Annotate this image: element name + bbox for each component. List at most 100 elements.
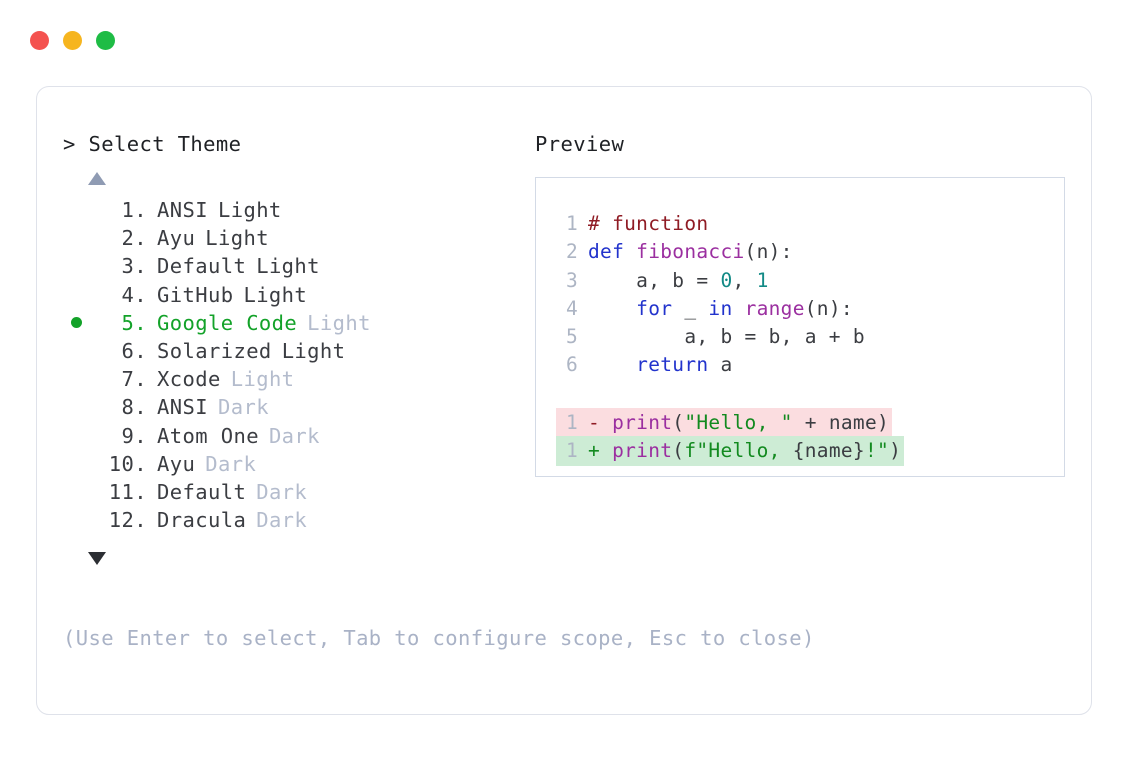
theme-list-item[interactable]: 6. Solarized Light — [63, 339, 533, 367]
diff-sign: + — [588, 439, 601, 463]
theme-list-item[interactable]: 12. Dracula Dark — [63, 508, 533, 536]
theme-variant: Light — [205, 226, 269, 251]
diff-line-plus: 1 + print(f"Hello, {name}!") — [556, 436, 905, 467]
code-token: for — [636, 296, 673, 320]
window-titlebar — [0, 0, 1129, 53]
theme-index: 2. — [108, 226, 147, 251]
code-line: 4 for _ in range(n): — [556, 295, 1064, 323]
code-line: 5 a, b = b, a + b — [556, 323, 1064, 351]
theme-name: ANSI — [157, 198, 208, 222]
code-token: # function — [588, 212, 709, 235]
diff-token: "Hello, " — [684, 410, 793, 434]
preview-title: Preview — [535, 132, 625, 156]
code-token: , — [732, 268, 757, 292]
theme-name: Ayu — [157, 226, 196, 251]
theme-variant: Dark — [256, 479, 308, 504]
theme-variant: Dark — [217, 395, 269, 420]
diff-token: {name} — [792, 439, 865, 463]
code-token: return — [636, 353, 709, 377]
minimize-button[interactable] — [63, 30, 82, 50]
diff-token: ( — [672, 410, 685, 434]
close-button[interactable] — [30, 30, 49, 50]
line-number: 2 — [565, 240, 578, 264]
diff-line-number: 1 — [565, 439, 578, 463]
theme-name: Google Code — [157, 310, 298, 335]
code-token: a — [708, 353, 733, 377]
diff-line-number: 1 — [565, 410, 578, 434]
theme-index: 8. — [108, 395, 147, 420]
theme-name: Default — [157, 254, 247, 279]
theme-name: Atom One — [157, 423, 259, 448]
diff-row: 1- print("Hello, " + name) — [556, 407, 1064, 439]
diff-token: print — [612, 410, 673, 434]
code-line: 1# function — [556, 210, 1064, 238]
line-number: 5 — [565, 325, 578, 349]
diff-token: + name) — [792, 410, 890, 434]
code-line: 6 return a — [556, 351, 1064, 379]
keyboard-hint: (Use Enter to select, Tab to configure s… — [63, 626, 815, 650]
diff-spacer — [600, 439, 612, 462]
diff-sign: - — [588, 410, 601, 434]
code-token: a, b = — [588, 268, 721, 292]
theme-variant: Dark — [268, 423, 320, 448]
code-token: range — [744, 296, 805, 320]
code-token — [588, 353, 636, 376]
code-token: 1 — [756, 268, 769, 292]
diff-token: !" — [864, 439, 890, 463]
code-token: (n): — [804, 296, 853, 320]
diff-token: ( — [672, 439, 685, 463]
theme-list-item[interactable]: 2. Ayu Light — [63, 226, 533, 254]
theme-list-item[interactable]: 11. Default Dark — [63, 480, 533, 508]
triangle-up-icon[interactable] — [88, 172, 106, 185]
diff-block: 1- print("Hello, " + name)1+ print(f"Hel… — [536, 407, 1064, 467]
theme-index: 4. — [108, 282, 147, 307]
theme-variant: Light — [281, 338, 346, 363]
diff-spacer — [600, 411, 612, 434]
theme-name: Dracula — [157, 508, 247, 533]
theme-index: 6. — [108, 338, 147, 363]
code-token — [588, 297, 636, 320]
preview-pane: Preview — [535, 130, 1065, 158]
theme-variant: Light — [256, 254, 320, 279]
theme-variant: Light — [217, 198, 282, 222]
theme-index: 11. — [108, 479, 147, 504]
theme-index: 12. — [108, 508, 147, 533]
diff-line-minus: 1- print("Hello, " + name) — [556, 407, 893, 439]
page-title: > Select Theme — [63, 132, 242, 156]
code-token: _ — [672, 296, 709, 320]
code-token: (n): — [744, 240, 793, 264]
theme-index: 5. — [108, 310, 147, 335]
maximize-button[interactable] — [96, 30, 115, 50]
selected-bullet-icon — [71, 316, 82, 328]
theme-name: Default — [157, 479, 247, 504]
code-token: 0 — [720, 268, 733, 292]
line-number: 4 — [565, 296, 578, 320]
theme-variant: Dark — [256, 508, 308, 533]
theme-name: ANSI — [157, 395, 208, 420]
theme-name: Solarized — [157, 338, 272, 363]
theme-index: 3. — [108, 254, 147, 279]
theme-index: 10. — [108, 451, 147, 476]
diff-token: f"Hello, — [684, 439, 793, 463]
theme-variant: Light — [243, 282, 308, 307]
diff-token: ) — [889, 439, 902, 463]
code-token: in — [708, 296, 733, 320]
line-number: 3 — [565, 268, 578, 292]
triangle-down-icon[interactable] — [88, 552, 106, 566]
diff-token: print — [612, 439, 673, 463]
theme-list-item[interactable]: 3. Default Light — [63, 254, 533, 282]
theme-list-item[interactable]: 8. ANSI Dark — [63, 395, 533, 423]
theme-variant: Light — [230, 367, 295, 392]
